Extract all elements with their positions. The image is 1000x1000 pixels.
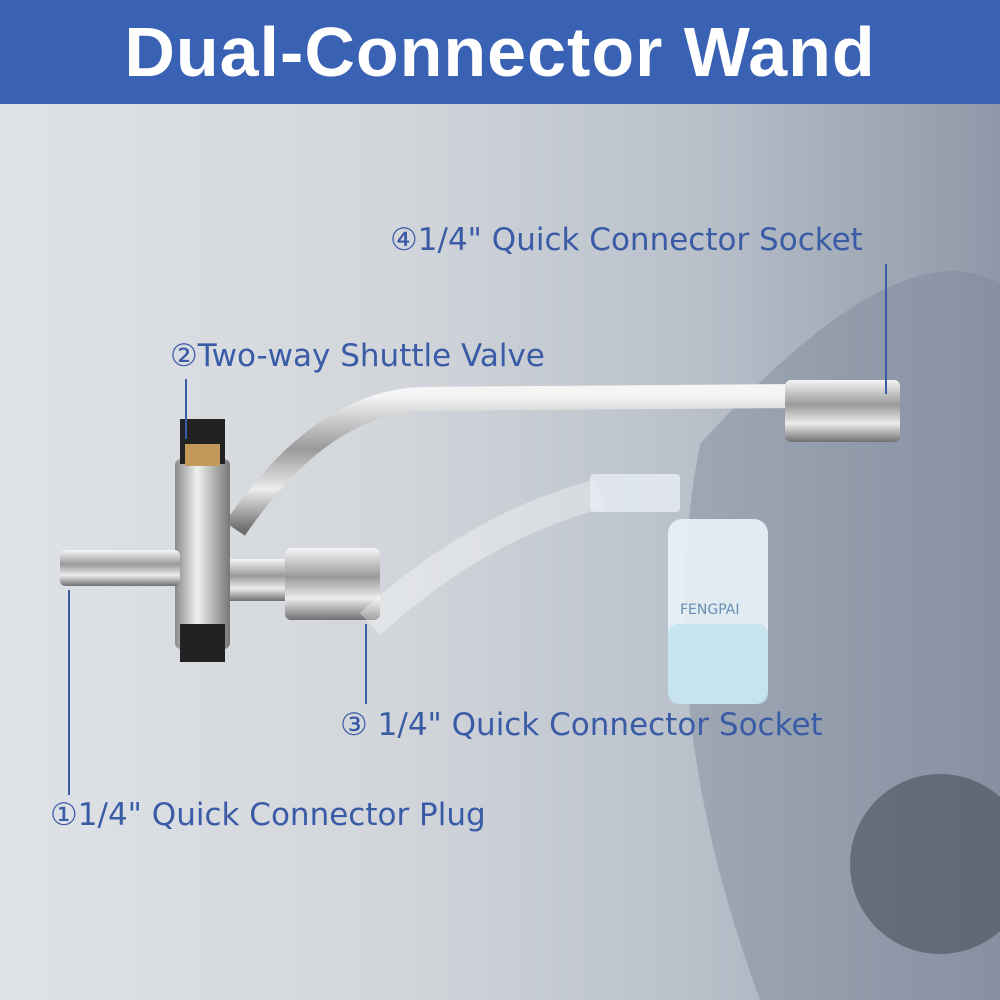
plug-1 [60, 550, 180, 586]
wand-tube [225, 384, 801, 536]
product-scene: FENGPAI ④1/4" Quick Connector Socket ②Tw… [0, 104, 1000, 1000]
title: Dual-Connector Wand [124, 13, 876, 91]
shuttle-valve-body [175, 459, 230, 649]
title-banner: Dual-Connector Wand [0, 0, 1000, 104]
valve-cap-bottom [180, 624, 225, 662]
pointer-line-4 [885, 264, 887, 394]
bottle-brand: FENGPAI [680, 602, 739, 618]
spray [359, 479, 604, 636]
label-plug-1: ①1/4" Quick Connector Plug [50, 797, 486, 833]
pointer-line-3 [365, 624, 367, 704]
label-socket-4: ④1/4" Quick Connector Socket [390, 222, 863, 258]
socket-4 [785, 380, 900, 442]
socket-3 [285, 548, 380, 620]
pointer-line-2 [185, 379, 187, 439]
label-shuttle-valve: ②Two-way Shuttle Valve [170, 338, 545, 374]
pointer-line-1 [68, 590, 70, 795]
wand-illustration: FENGPAI [60, 271, 1000, 1000]
car-wheel [850, 774, 1000, 954]
label-socket-3: ③ 1/4" Quick Connector Socket [340, 707, 823, 743]
